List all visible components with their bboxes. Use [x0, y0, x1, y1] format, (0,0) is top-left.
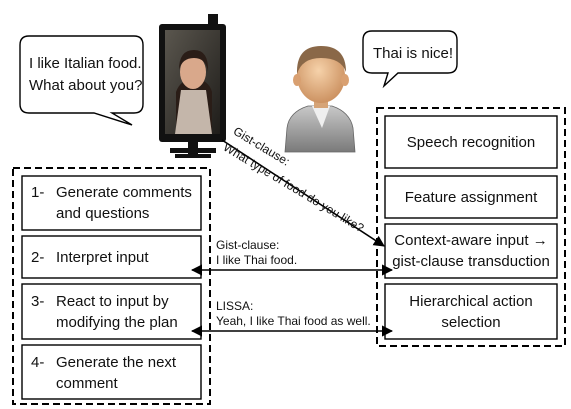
pipeline-transduction-line-1: Context-aware input → — [394, 232, 548, 249]
user-speech-text: Thai is nice! — [373, 45, 454, 62]
step-4-line-1: Generate the next — [56, 354, 177, 371]
step-1-line-1: Generate comments — [56, 184, 192, 201]
step-3-number: 3- — [31, 293, 45, 310]
dialogue-manager-container — [12, 167, 211, 405]
user-avatar-icon — [284, 46, 356, 153]
step-2-line-1: Interpret input — [56, 249, 149, 266]
react-arrow-line-1: LISSA: — [216, 299, 254, 313]
step-4-box — [21, 344, 202, 400]
pipeline-speech-recognition-box — [384, 115, 558, 169]
step-3-line-1: React to input by — [56, 293, 169, 310]
pipeline-action-selection-line-1: Hierarchical action — [409, 293, 533, 310]
video-screen-agent-icon — [159, 14, 226, 158]
diagonal-gist-arrow — [221, 139, 385, 247]
pipeline-feature-assignment-box — [384, 175, 558, 219]
step-4-number: 4- — [31, 354, 45, 371]
agent-speech-line-1: I like Italian food. — [29, 55, 142, 72]
user-speech-bubble — [362, 30, 458, 89]
react-arrow-line-2: Yeah, I like Thai food as well. — [216, 314, 371, 328]
step-1-number: 1- — [31, 184, 45, 201]
interpret-arrow-line-1: Gist-clause: — [216, 238, 280, 252]
step-2-number: 2- — [31, 249, 45, 266]
step-3-line-2: modifying the plan — [56, 314, 178, 331]
interpret-arrow-line-2: I like Thai food. — [216, 253, 298, 267]
agent-speech-bubble — [19, 35, 144, 126]
step-4-line-2: comment — [56, 375, 118, 392]
step-1-line-2: and questions — [56, 205, 150, 222]
pipeline-action-selection-line-2: selection — [441, 314, 501, 331]
pipeline-feature-assignment-label: Feature assignment — [404, 189, 538, 206]
pipeline-speech-recognition-label: Speech recognition — [406, 134, 536, 151]
step-3-box — [21, 283, 202, 340]
pipeline-transduction-line-2: gist-clause transduction — [392, 253, 550, 270]
pipeline-transduction-box — [384, 223, 558, 279]
pipeline-container — [376, 107, 566, 347]
agent-speech-line-2: What about you? — [29, 77, 143, 94]
step-2-box — [21, 235, 202, 279]
step-1-box — [21, 175, 202, 231]
pipeline-action-selection-box — [384, 283, 558, 340]
